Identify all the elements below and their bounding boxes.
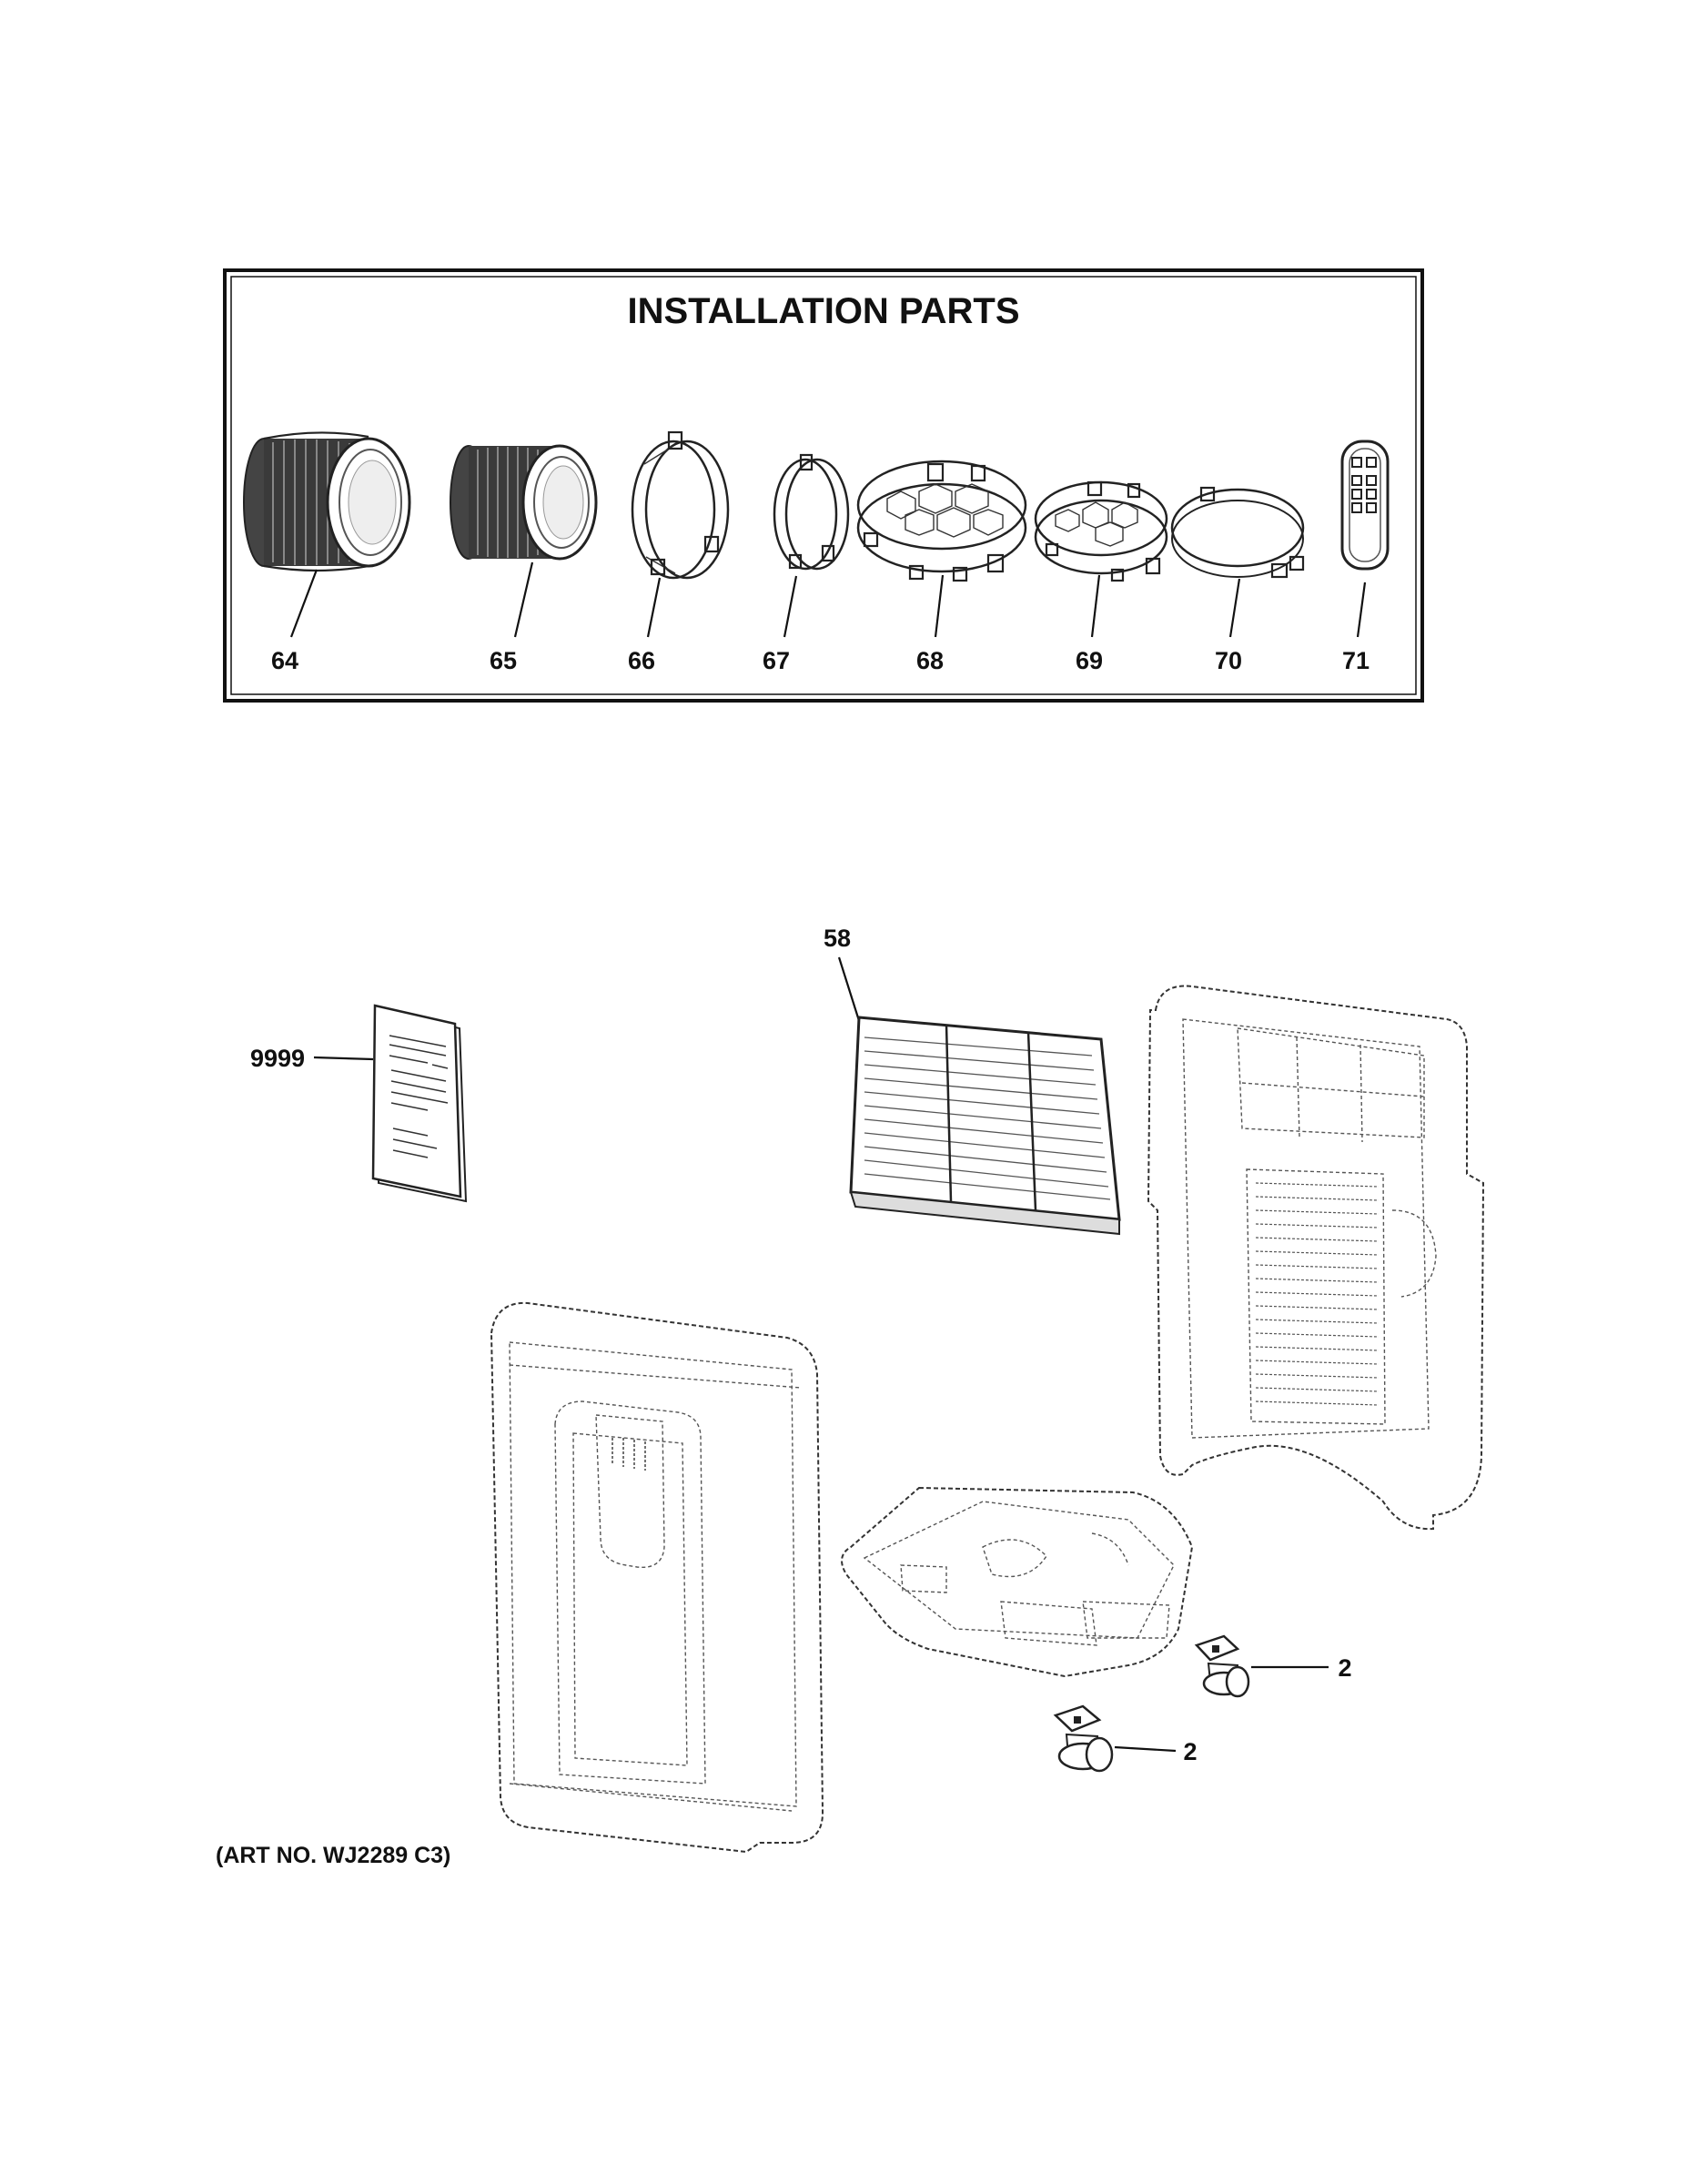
label-68: 68 [916,647,944,674]
label-66: 66 [628,647,655,674]
part-70-window-cap [1170,486,1305,579]
part-65-exhaust-hose [450,444,598,561]
label-58: 58 [824,925,851,952]
label-2-lower: 2 [1183,1738,1197,1765]
part-69-vent-grille-adapter [1034,480,1168,582]
label-9999: 9999 [250,1045,305,1072]
part-2-caster-wheel-a [1194,1634,1250,1698]
front-cabinet-reference [490,1301,824,1854]
art-number: (ART NO. WJ2289 C3) [216,1843,450,1868]
part-68-vent-grille-adapter [856,460,1027,582]
label-64: 64 [271,647,298,674]
installation-parts-panel: INSTALLATION PARTS [223,268,1424,703]
part-71-remote-control [1340,440,1390,571]
label-70: 70 [1215,647,1242,674]
part-64-exhaust-hose [243,431,411,572]
part-9999-owners-manual [371,1004,468,1203]
part-67-hose-connector [773,453,850,571]
label-67: 67 [763,647,790,674]
label-69: 69 [1076,647,1103,674]
panel-title: INSTALLATION PARTS [627,291,1019,331]
part-66-window-adapter [631,430,730,580]
label-71: 71 [1342,647,1370,674]
part-58-air-filter [849,1016,1121,1236]
label-2-upper: 2 [1338,1654,1351,1682]
part-2-caster-wheel-b [1053,1704,1114,1773]
rear-cabinet-reference [1147,985,1485,1531]
label-65: 65 [490,647,517,674]
base-pan-reference [841,1486,1194,1678]
